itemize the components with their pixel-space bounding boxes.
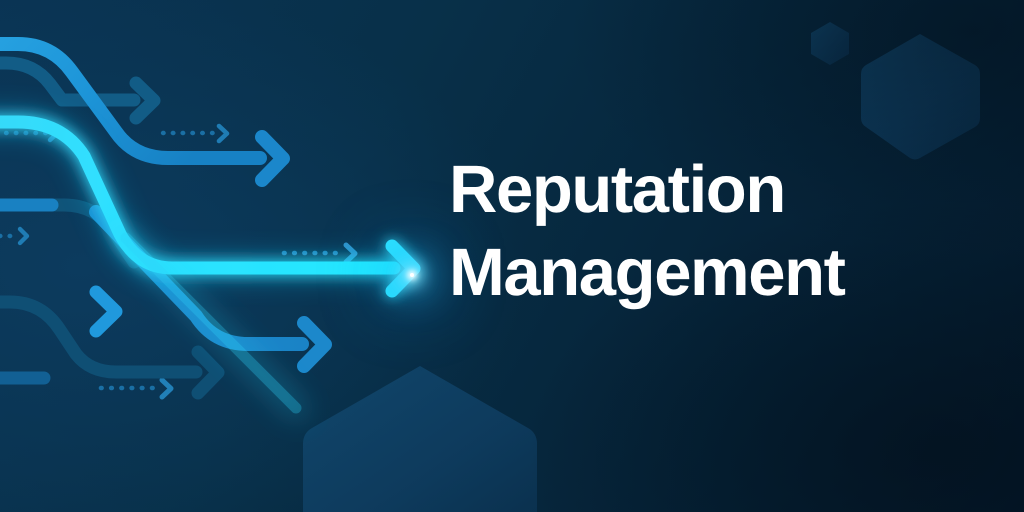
title-line-1: Reputation xyxy=(449,152,786,227)
title-line-2: Management xyxy=(449,235,846,310)
arrow-main-cyan-glow-icon xyxy=(0,115,421,298)
cyan-arrow-halo xyxy=(0,114,404,276)
page-title: Reputation Management xyxy=(449,148,969,314)
